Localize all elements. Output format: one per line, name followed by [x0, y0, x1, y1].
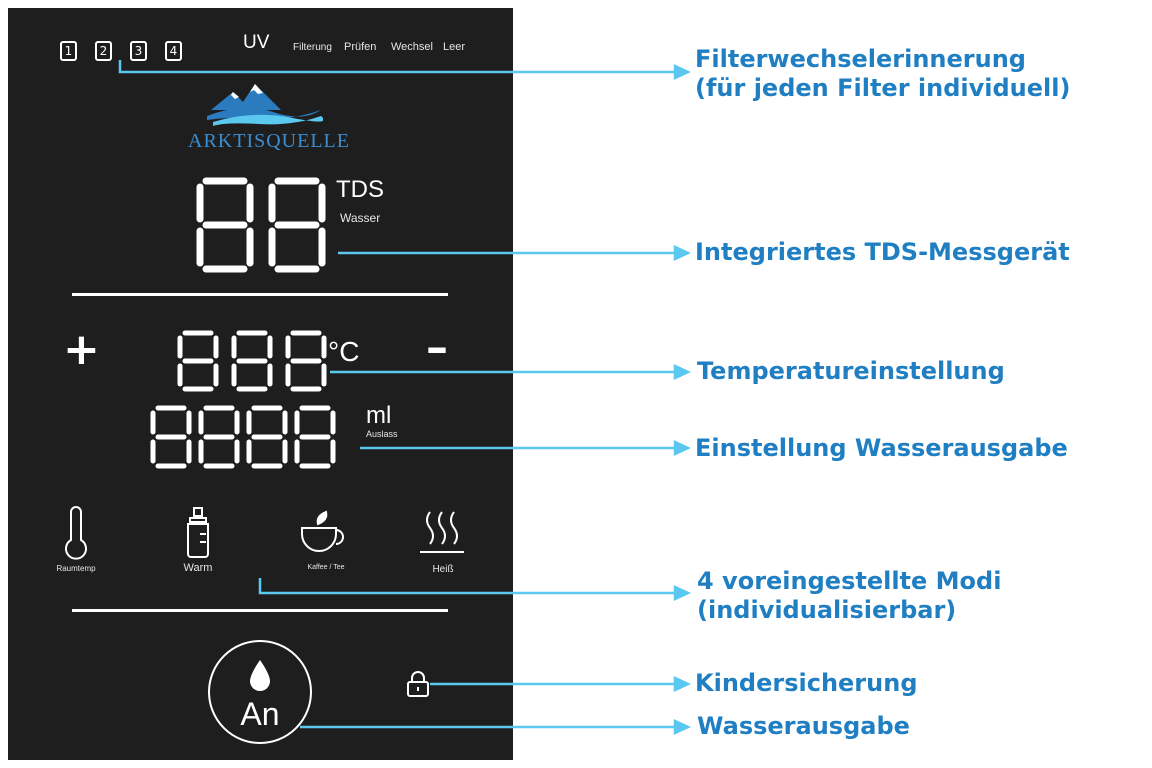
pruefen-label: Prüfen — [344, 41, 377, 53]
divider-bottom — [72, 609, 448, 612]
callout-filter-reminder-line1: Filterwechselerinnerung — [695, 45, 1026, 73]
callout-preset-modes: 4 voreingestellte Modi (individualisierb… — [697, 567, 1001, 625]
leer-label: Leer — [443, 41, 466, 53]
mode-warm-label: Warm — [183, 562, 213, 574]
lock-icon — [404, 670, 432, 698]
volume-digit-display — [146, 403, 346, 473]
mode-heiss[interactable] — [418, 506, 468, 556]
temperature-digit-display — [173, 328, 333, 394]
mode-heiss-label: Heiß — [432, 564, 454, 575]
callout-temperature-setting: Temperatureinstellung — [697, 357, 1005, 385]
arrowhead-dispense — [673, 719, 691, 735]
arrowhead-temperature — [673, 364, 691, 380]
filter-indicator-1[interactable]: 1 — [60, 41, 77, 61]
arrowhead-modes — [673, 585, 691, 601]
volume-sublabel: Auslass — [366, 429, 398, 439]
water-drop-icon — [248, 658, 272, 692]
wechsel-label: Wechsel — [391, 41, 433, 53]
callout-water-output-setting: Einstellung Wasserausgabe — [695, 434, 1068, 462]
callout-preset-modes-line2: (individualisierbar) — [697, 596, 957, 624]
mode-warm[interactable] — [178, 504, 218, 560]
filter-indicator-4[interactable]: 4 — [165, 41, 182, 61]
connector-filter — [118, 60, 675, 74]
arrowhead-tds — [673, 245, 691, 261]
child-lock-button[interactable] — [404, 670, 432, 698]
temperature-unit-label: °C — [328, 336, 360, 367]
mode-raumtemp-label: Raumtemp — [56, 564, 96, 573]
arrowhead-lock — [673, 676, 691, 692]
filterung-label: Filterung — [293, 42, 332, 53]
mode-kaffee-tee-label: Kaffee / Tee — [307, 564, 345, 571]
brand-logo-icon — [203, 80, 323, 130]
callout-tds-meter: Integriertes TDS-Messgerät — [695, 238, 1070, 266]
mode-raumtemp[interactable] — [56, 506, 96, 562]
coffee-cup-icon — [296, 508, 356, 558]
mode-kaffee-tee[interactable] — [296, 508, 356, 558]
steam-icon — [418, 506, 468, 556]
connector-modes — [258, 578, 675, 595]
tds-digit-display — [190, 173, 340, 273]
arrowhead-volume — [673, 440, 691, 456]
callout-filter-reminder-line2: (für jeden Filter individuell) — [695, 74, 1071, 102]
divider-top — [72, 293, 448, 296]
brand-name: ARKTISQUELLE — [188, 130, 350, 152]
arrowhead-filter — [673, 64, 691, 80]
baby-bottle-icon — [178, 504, 218, 560]
uv-label: UV — [243, 32, 270, 53]
control-panel: 1 2 3 4 UV Filterung Prüfen Wechsel Leer… — [8, 8, 513, 760]
filter-indicator-2[interactable]: 2 — [95, 41, 112, 61]
tds-unit-label: TDS — [336, 176, 384, 203]
thermometer-icon — [56, 506, 96, 562]
temperature-plus-button[interactable]: + — [63, 324, 100, 375]
dispense-button[interactable]: An — [208, 640, 312, 744]
tds-sublabel: Wasser — [340, 211, 381, 225]
callout-filter-reminder: Filterwechselerinnerung (für jeden Filte… — [695, 45, 1070, 103]
volume-unit-label: ml — [366, 402, 392, 429]
callout-child-lock: Kindersicherung — [695, 669, 918, 697]
filter-indicator-3[interactable]: 3 — [130, 41, 147, 61]
temperature-minus-button[interactable]: – — [426, 322, 448, 373]
callout-preset-modes-line1: 4 voreingestellte Modi — [697, 567, 1002, 595]
callout-water-dispense: Wasserausgabe — [697, 712, 910, 740]
dispense-button-label: An — [240, 696, 280, 732]
